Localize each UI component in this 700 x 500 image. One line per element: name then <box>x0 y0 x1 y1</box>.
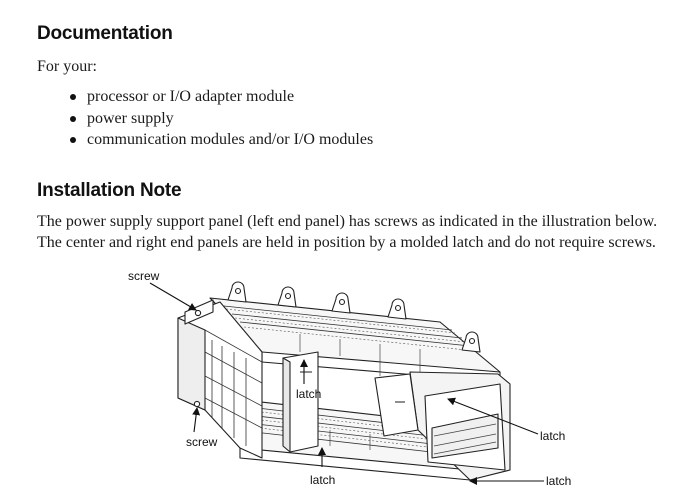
callout-arrows <box>149 282 544 485</box>
callout-latch-right: latch <box>540 429 565 443</box>
callout-screw-bottom: screw <box>186 435 218 449</box>
bullet-icon <box>70 137 76 143</box>
list-item: communication modules and/or I/O modules <box>70 129 373 151</box>
list-item: power supply <box>70 108 373 130</box>
callout-screw-top: screw <box>128 269 160 283</box>
list-item-text: power supply <box>87 109 174 127</box>
documentation-heading: Documentation <box>37 23 173 44</box>
list-item-text: communication modules and/or I/O modules <box>87 131 374 148</box>
callout-latch-center-bottom: latch <box>310 473 335 487</box>
installation-note-heading: Installation Note <box>37 180 182 201</box>
screw-bottom-arrow <box>192 407 201 433</box>
documentation-intro: For your: <box>37 58 97 75</box>
installation-note-paragraph: The power supply support panel (left end… <box>37 213 658 251</box>
callout-latch-right-bottom: latch <box>546 474 571 488</box>
list-item: processor or I/O adapter module <box>70 86 373 108</box>
callout-latch-center: latch <box>296 387 321 401</box>
bullet-icon <box>70 94 76 100</box>
chassis-illustration: screw screw latch latch latch latch <box>128 269 571 488</box>
bullet-icon <box>70 115 76 122</box>
list-item-text: processor or I/O adapter module <box>87 88 295 105</box>
documentation-list: processor or I/O adapter module power su… <box>70 86 373 151</box>
screw-top-arrow <box>149 282 197 311</box>
latch-right-arrow <box>447 397 539 435</box>
chassis-body <box>177 281 511 481</box>
